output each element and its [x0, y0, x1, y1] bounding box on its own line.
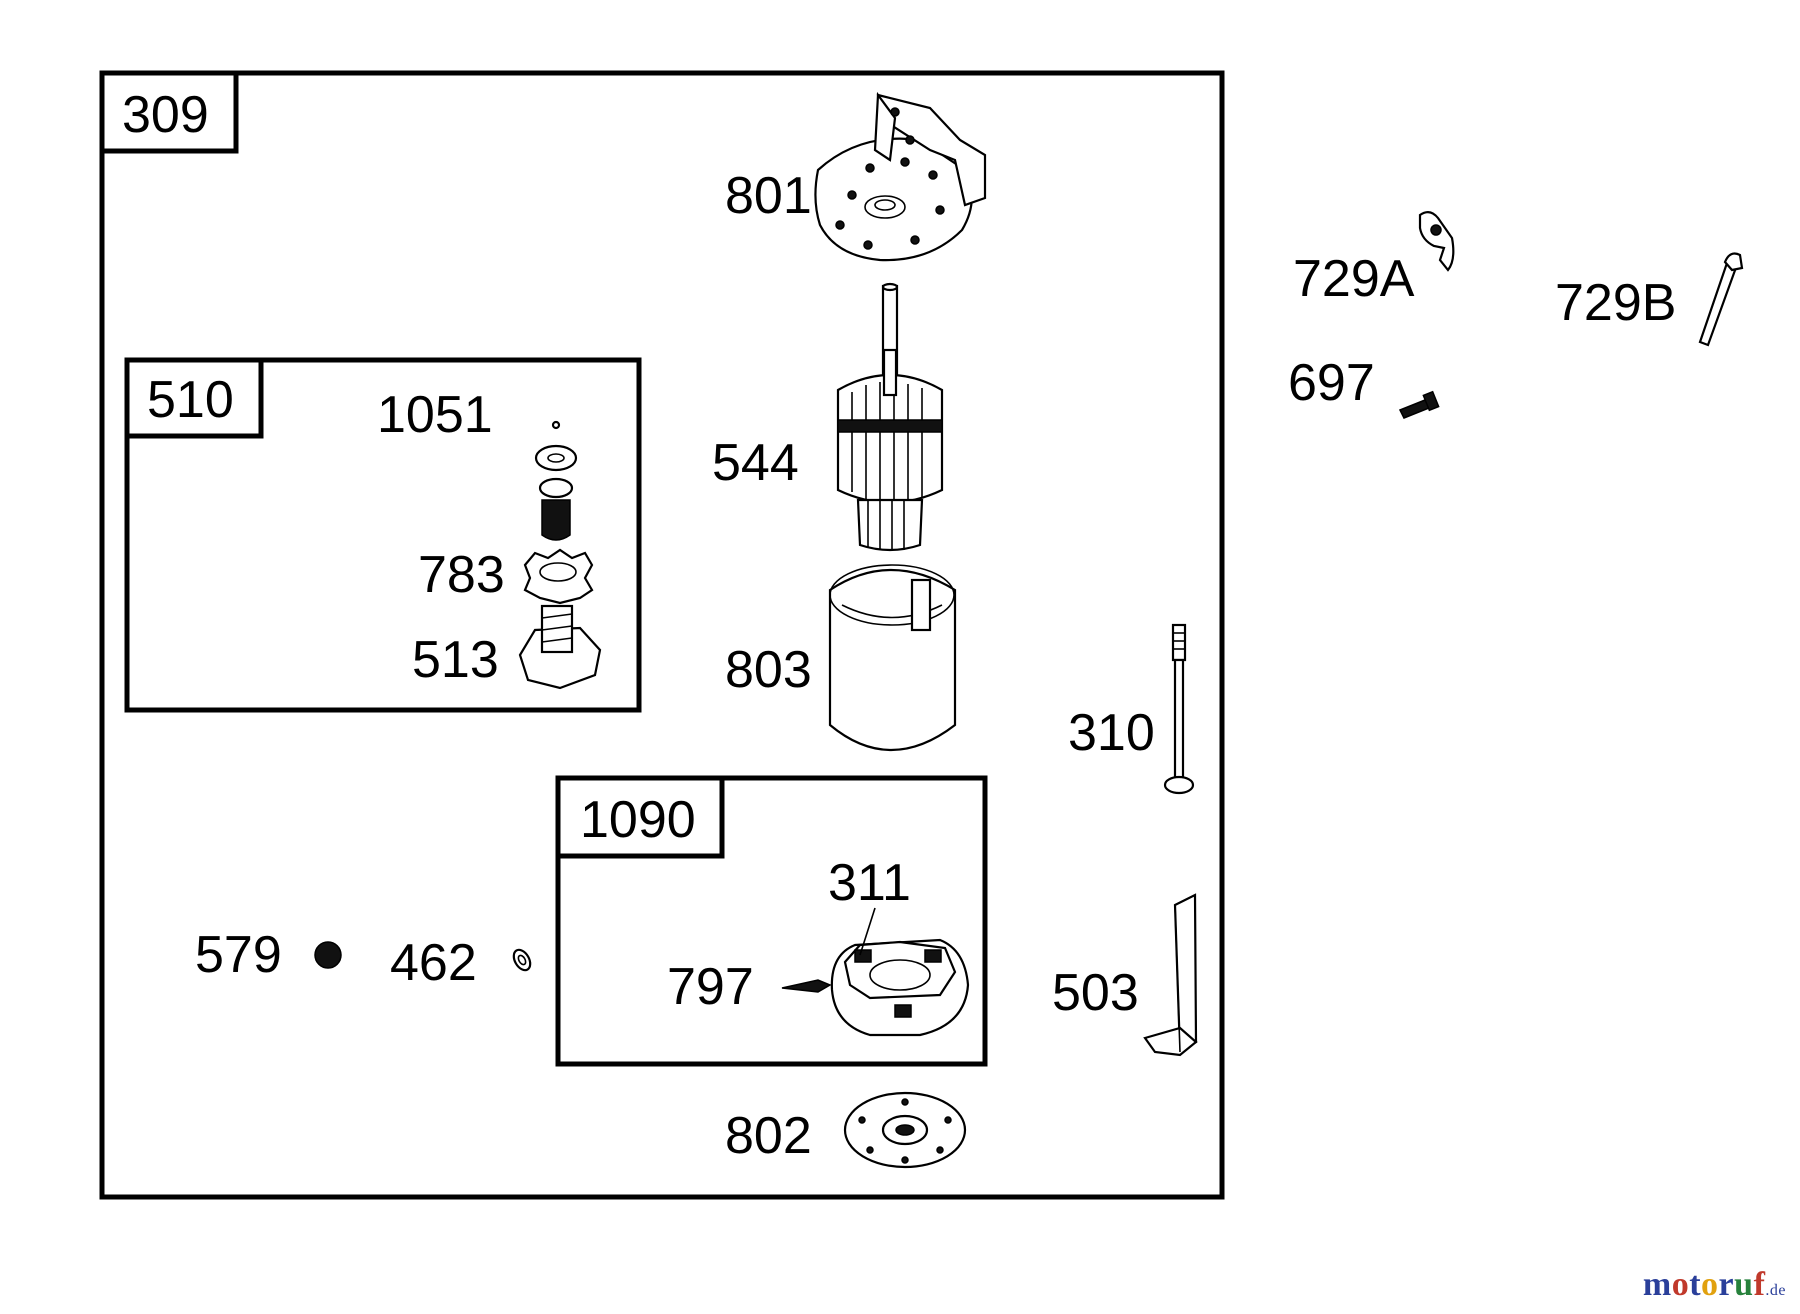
group-309-frame — [99, 70, 1225, 1200]
callout-729B: 729B — [1555, 274, 1676, 332]
watermark-tld: .de — [1765, 1282, 1786, 1299]
drive-end-cap-801 — [814, 91, 987, 262]
callout-579: 579 — [195, 926, 282, 984]
gear-783 — [523, 548, 594, 605]
pin-729B — [1698, 252, 1744, 347]
callout-310: 310 — [1068, 704, 1155, 762]
group-510-frame — [124, 357, 642, 713]
bolt-310 — [1163, 623, 1195, 795]
callout-797: 797 — [667, 958, 754, 1016]
group-1090-frame — [555, 775, 988, 1067]
callout-513: 513 — [412, 631, 499, 689]
terminal-797 — [781, 979, 832, 993]
watermark-letter: o — [1701, 1266, 1719, 1303]
callout-729A: 729A — [1293, 250, 1415, 308]
nut-579 — [314, 941, 342, 969]
watermark-letter: f — [1753, 1266, 1766, 1303]
bracket-503 — [1143, 893, 1198, 1057]
callout-503: 503 — [1052, 964, 1139, 1022]
screw-697 — [1398, 390, 1440, 419]
watermark-letter: t — [1689, 1266, 1702, 1303]
group-1090-label: 1090 — [580, 791, 696, 849]
pinion-513 — [518, 604, 602, 690]
callout-311: 311 — [828, 854, 911, 912]
watermark-brand: motoruf — [1643, 1266, 1766, 1303]
watermark-letter: o — [1671, 1266, 1690, 1303]
brush-end-cap-311 — [830, 907, 970, 1037]
callout-462: 462 — [390, 934, 477, 992]
clip-729A — [1418, 211, 1455, 272]
group-309-label: 309 — [122, 86, 209, 144]
washer-462 — [512, 948, 532, 972]
callout-802: 802 — [725, 1107, 812, 1165]
housing-803 — [828, 564, 957, 751]
group-309-tag — [99, 70, 239, 154]
watermark-letter: u — [1734, 1266, 1754, 1303]
callout-801: 801 — [725, 167, 812, 225]
watermark-letter: r — [1718, 1266, 1735, 1303]
group-510-label: 510 — [147, 371, 234, 429]
motoruf-watermark: motoruf.de — [1643, 1266, 1786, 1304]
callout-803: 803 — [725, 641, 812, 699]
group-510-tag — [124, 357, 264, 439]
callout-783: 783 — [418, 546, 505, 604]
callout-697: 697 — [1288, 354, 1375, 412]
callout-544: 544 — [712, 434, 799, 492]
callout-1051: 1051 — [377, 386, 493, 444]
group-1090-tag — [555, 775, 725, 859]
armature-544 — [836, 282, 944, 552]
spring-1051 — [534, 420, 578, 541]
watermark-letter: m — [1642, 1266, 1672, 1303]
end-plate-802 — [843, 1091, 967, 1169]
